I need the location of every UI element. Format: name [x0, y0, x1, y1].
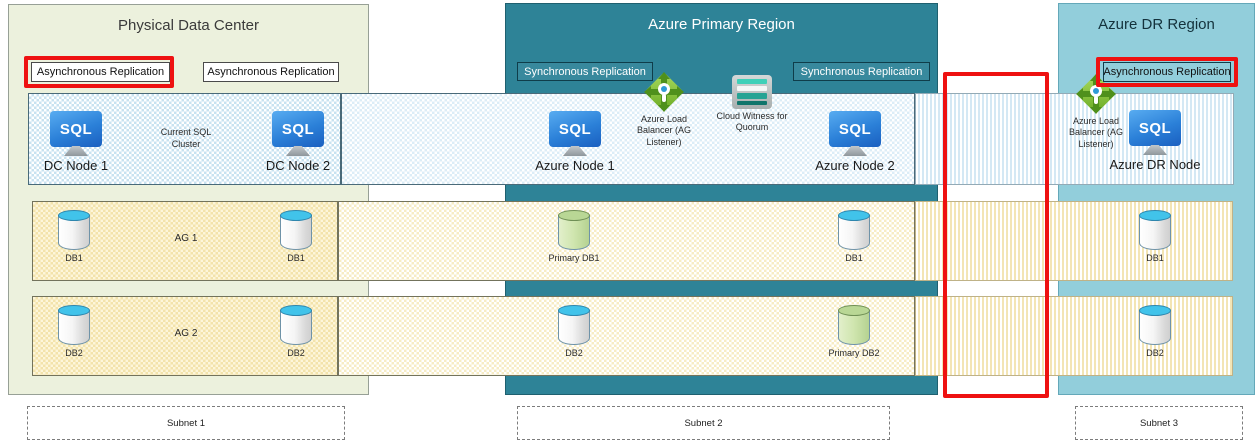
load-balancer-icon: [644, 72, 684, 112]
dc-node-1: SQL DC Node 1: [21, 111, 131, 173]
async-replication-badge-dr: Asynchronous Replication: [1103, 62, 1231, 82]
ag1-db-dc-1-label: DB1: [65, 253, 83, 263]
database-icon: [58, 305, 90, 345]
dc-node-2: SQL DC Node 2: [243, 111, 353, 173]
dc-node-2-label: DC Node 2: [265, 158, 331, 173]
database-icon: [1139, 210, 1171, 250]
ag1-db-dc-2-label: DB1: [287, 253, 305, 263]
highlight-box-dr-async: [1096, 57, 1238, 87]
ag1-primary-db: Primary DB1: [539, 210, 609, 263]
azure-node-2: SQL Azure Node 2: [800, 111, 910, 173]
monitor-stand-icon: [286, 146, 310, 156]
current-sql-cluster-note: Current SQL Cluster: [160, 127, 212, 149]
database-icon: [1139, 305, 1171, 345]
azure-primary-region-title: Azure Primary Region: [648, 16, 795, 33]
ag1-secondary-db: DB1: [819, 210, 889, 263]
ag1-band-azure-segment: [338, 201, 915, 281]
sql-server-icon: SQL: [829, 111, 881, 147]
ag1-db-dc-node-1: DB1: [39, 210, 109, 263]
subnet-2-box: Subnet 2: [517, 406, 890, 440]
azure-dr-node-label: Azure DR Node: [1109, 157, 1201, 172]
ag2-db-dc-2-label: DB2: [287, 348, 305, 358]
azure-node-2-label: Azure Node 2: [815, 158, 895, 173]
ag2-primary-db: Primary DB2: [819, 305, 889, 358]
load-balancer-primary-label: Azure Load Balancer (AG Listener): [636, 114, 692, 147]
ag1-db-dc-node-2: DB1: [261, 210, 331, 263]
physical-data-center-title: Physical Data Center: [118, 17, 259, 34]
ag2-db-dc-1-label: DB2: [65, 348, 83, 358]
ag2-db-dc-node-2: DB2: [261, 305, 331, 358]
database-icon: [280, 210, 312, 250]
ag2-db-dc-node-1: DB2: [39, 305, 109, 358]
ag1-label: AG 1: [174, 233, 198, 244]
azure-node-1: SQL Azure Node 1: [520, 111, 630, 173]
ag2-secondary-db-label: DB2: [565, 348, 583, 358]
cloud-witness: Cloud Witness for Quorum: [714, 75, 790, 134]
subnet-3-box: Subnet 3: [1075, 406, 1243, 440]
load-balancer-dr-label: Azure Load Balancer (AG Listener): [1068, 116, 1124, 149]
primary-database-icon: [558, 210, 590, 250]
ag1-secondary-db-label: DB1: [845, 253, 863, 263]
ag2-primary-db-label: Primary DB2: [828, 348, 880, 358]
sql-server-icon: SQL: [1129, 110, 1181, 146]
monitor-stand-icon: [64, 146, 88, 156]
sql-server-icon: SQL: [50, 111, 102, 147]
async-replication-badge-dc-1: Asynchronous Replication: [31, 62, 170, 82]
monitor-stand-icon: [563, 146, 587, 156]
subnet-1-box: Subnet 1: [27, 406, 345, 440]
highlight-box-dc-async: [24, 56, 174, 88]
azure-dr-node: SQL Azure DR Node: [1100, 110, 1210, 172]
ag2-secondary-db: DB2: [539, 305, 609, 358]
highlight-box-region-gap: [943, 72, 1049, 398]
ag2-band-azure-segment: [338, 296, 915, 376]
azure-dr-region-title: Azure DR Region: [1098, 16, 1215, 33]
ag2-dr-db: DB2: [1120, 305, 1190, 358]
ag1-primary-db-label: Primary DB1: [548, 253, 600, 263]
ag2-label: AG 2: [174, 328, 198, 339]
database-icon: [58, 210, 90, 250]
ag1-dr-db: DB1: [1120, 210, 1190, 263]
load-balancer-primary: Azure Load Balancer (AG Listener): [627, 72, 701, 148]
database-icon: [838, 210, 870, 250]
primary-database-icon: [838, 305, 870, 345]
dc-node-1-label: DC Node 1: [43, 158, 109, 173]
cloud-witness-label: Cloud Witness for Quorum: [716, 111, 788, 133]
sql-server-icon: SQL: [272, 111, 324, 147]
sync-replication-badge-2: Synchronous Replication: [793, 62, 930, 81]
cloud-witness-icon: [732, 75, 772, 109]
ag1-dr-db-label: DB1: [1146, 253, 1164, 263]
ag2-band-dr-segment: [915, 296, 1233, 376]
sql-cluster-band-azure-segment: [341, 93, 915, 185]
azure-node-1-label: Azure Node 1: [535, 158, 615, 173]
monitor-stand-icon: [843, 146, 867, 156]
sql-server-icon: SQL: [549, 111, 601, 147]
ag2-dr-db-label: DB2: [1146, 348, 1164, 358]
database-icon: [558, 305, 590, 345]
ag1-band-dr-segment: [915, 201, 1233, 281]
sync-replication-badge-1: Synchronous Replication: [517, 62, 653, 81]
monitor-stand-icon: [1143, 145, 1167, 155]
async-replication-badge-dc-2: Asynchronous Replication: [203, 62, 339, 82]
database-icon: [280, 305, 312, 345]
